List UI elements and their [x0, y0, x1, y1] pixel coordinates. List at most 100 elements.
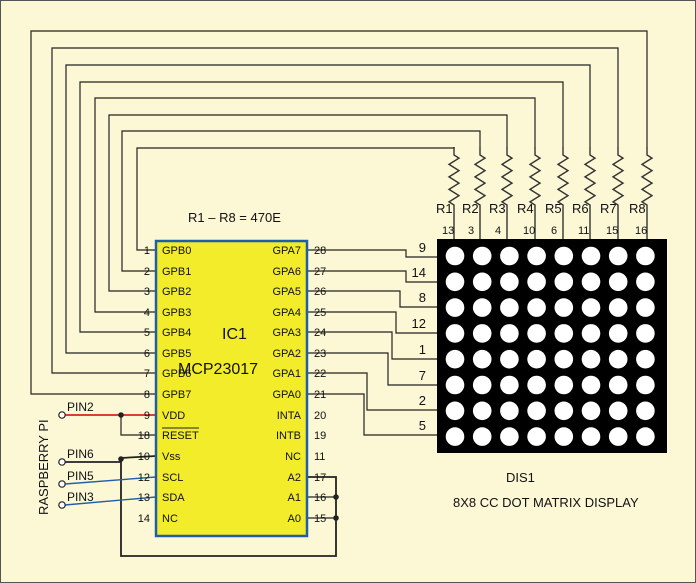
ic-pin-number: 9	[144, 410, 150, 422]
ic-pin-number: 15	[314, 513, 326, 525]
display-dot	[527, 298, 546, 317]
display-dot	[445, 349, 465, 369]
ic-pin-label: GPA3	[272, 327, 301, 339]
ic-right-pins: 28GPA727GPA626GPA525GPA424GPA323GPA222GP…	[272, 245, 326, 525]
ic-pin-label: GPB0	[162, 245, 191, 257]
gpb-wire	[30, 30, 648, 395]
display-dot	[636, 246, 655, 266]
sda-wire	[64, 496, 157, 506]
ic-pin-label: SCL	[162, 472, 183, 484]
raspberry-pi-label: RASPBERRY PI	[36, 419, 51, 515]
ic-pin-label: GPA0	[272, 389, 301, 401]
ic-pin-label: GPB4	[162, 327, 191, 339]
display-dot	[608, 375, 628, 395]
row-pin-label: 2	[419, 393, 426, 408]
display-dot	[472, 401, 492, 421]
ic-pin-number: 18	[138, 430, 150, 442]
display-dot	[554, 349, 574, 369]
ic-pin-number: 20	[314, 410, 326, 422]
display-dot	[608, 401, 628, 421]
resistor-label: R6	[572, 201, 589, 216]
junction-dot	[118, 456, 124, 462]
row-pin-label: 9	[419, 240, 426, 255]
resistor-label: R8	[629, 201, 646, 216]
display-dot	[527, 324, 546, 343]
ic-pin-label: GPA7	[272, 245, 301, 257]
gpa-wire	[307, 331, 437, 360]
display-dot	[554, 324, 574, 343]
ic-pin-number: 4	[144, 307, 150, 319]
junction-dot	[333, 494, 339, 500]
pi-pin-terminal	[58, 458, 66, 466]
display-dot	[472, 298, 492, 317]
display-dot	[472, 427, 492, 446]
display-dot	[581, 349, 601, 369]
ic-pin-label: GPA1	[272, 368, 301, 380]
gpb-wire	[108, 114, 508, 292]
display-dot	[608, 272, 628, 292]
display-dot	[500, 272, 519, 292]
resistor-label: R1	[436, 201, 453, 216]
gpb-wire	[94, 97, 536, 313]
ic-pin-number: 17	[314, 472, 326, 484]
resistor-label: R4	[517, 201, 534, 216]
gpa-wire	[307, 372, 437, 411]
resistor-pin-number: 13	[442, 225, 454, 237]
resistor	[447, 147, 461, 239]
display-dot	[581, 272, 601, 292]
row-pin-label: 8	[419, 290, 426, 305]
row-pin-label: 5	[419, 418, 426, 433]
ic-pin-label: INTB	[276, 430, 301, 442]
row-pin-label: 12	[412, 316, 426, 331]
display-dot	[636, 298, 655, 317]
reset-wire	[120, 415, 156, 436]
ic-pin-number: 24	[314, 327, 326, 339]
display-dot	[636, 401, 655, 421]
display-dot	[636, 324, 655, 343]
pi-pin-terminal	[58, 480, 66, 488]
ic-pin-label: GPB3	[162, 307, 191, 319]
ic-pin-number: 7	[144, 368, 150, 380]
gpa-wire	[307, 249, 437, 258]
ic-pin-number: 2	[144, 266, 150, 278]
resistor-label: R7	[600, 201, 617, 216]
pi-pin-label: PIN3	[67, 490, 94, 504]
display-dot	[608, 349, 628, 369]
display-dot	[445, 324, 465, 343]
display-dot	[581, 324, 601, 343]
display-dot	[445, 427, 465, 446]
resistor	[583, 147, 597, 239]
pi-pin-label: PIN5	[67, 469, 94, 483]
display-dot	[527, 246, 546, 266]
display-dot	[527, 427, 546, 446]
display-dot	[554, 246, 574, 266]
scl-wire	[64, 476, 157, 485]
ic-pin-number: 16	[314, 492, 326, 504]
ic-pin-number: 3	[144, 286, 150, 298]
ic-pin-number: 28	[314, 245, 326, 257]
display-dot	[527, 272, 546, 292]
ic-pin-label: Vss	[162, 451, 181, 463]
display-dot	[608, 298, 628, 317]
resistor	[556, 147, 570, 239]
display-dot	[608, 427, 628, 446]
ic-pin-number: 10	[138, 451, 150, 463]
display-dot	[527, 349, 546, 369]
display-dot	[500, 401, 519, 421]
display-dot	[445, 298, 465, 317]
display-dot	[636, 349, 655, 369]
ic-body	[154, 239, 309, 538]
ic-pin-label: GPA4	[272, 307, 301, 319]
gpb-wire	[136, 147, 455, 251]
resistor	[473, 147, 487, 239]
gpb-wire	[79, 81, 564, 333]
resistor-label: R5	[545, 201, 562, 216]
ic-pin-number: 11	[314, 451, 325, 463]
ic-pin-label: SDA	[162, 492, 185, 504]
ic-pin-number: 6	[144, 348, 150, 360]
display-dot	[554, 427, 574, 446]
display-dot	[527, 401, 546, 421]
